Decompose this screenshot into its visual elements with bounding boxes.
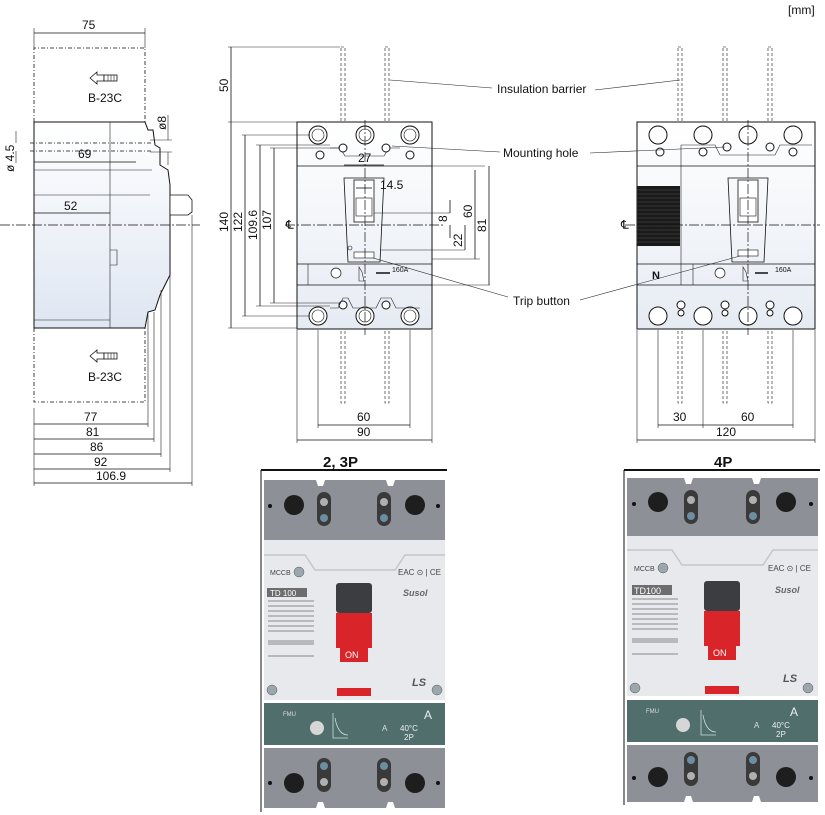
dim-8: 8 bbox=[436, 215, 450, 222]
photo-title-3p: 2, 3P bbox=[323, 454, 358, 471]
dim-52: 52 bbox=[64, 199, 78, 213]
poles-label: 2P bbox=[404, 733, 414, 742]
ls-logo: LS bbox=[783, 673, 798, 685]
product-photo-3p: 2, 3P MCCB EAC ⊙ | CE TD 100 Susol ON LS… bbox=[260, 454, 447, 812]
callout-mounting-hole: Mounting hole bbox=[503, 146, 579, 160]
unit-label: [mm] bbox=[788, 3, 815, 17]
dim-dia-8: ø8 bbox=[155, 116, 169, 130]
temp-label: 40°C bbox=[772, 721, 790, 730]
fmu-label: FMU bbox=[646, 709, 659, 715]
amp-label: A bbox=[754, 721, 760, 730]
dim-109-6: 109.6 bbox=[246, 210, 260, 240]
cert-marks: EAC ⊙ | CE bbox=[398, 568, 441, 577]
dim-60-vertical: 60 bbox=[461, 204, 475, 218]
model-label: TD 100 bbox=[270, 589, 297, 598]
dim-50: 50 bbox=[217, 78, 231, 92]
front-view-4p: N 160A ℄ 30 bbox=[620, 46, 820, 443]
arrow-left-icon bbox=[89, 349, 118, 363]
poles-label: 2P bbox=[776, 730, 786, 739]
amp-label: A bbox=[382, 724, 388, 733]
mounting-hole bbox=[381, 143, 391, 153]
handle-window bbox=[343, 177, 385, 263]
dim-22: 22 bbox=[451, 233, 465, 247]
bottom-accessory-outline bbox=[33, 328, 146, 403]
insulation-barrier bbox=[677, 46, 683, 126]
dim-122: 122 bbox=[231, 212, 245, 232]
mccb-label: MCCB bbox=[634, 566, 655, 573]
temp-label: 40°C bbox=[400, 724, 418, 733]
dim-69: 69 bbox=[78, 147, 92, 161]
on-label: ON bbox=[345, 650, 359, 660]
dim-107: 107 bbox=[260, 210, 274, 230]
dim-92: 92 bbox=[94, 455, 108, 469]
amp-large-label: A bbox=[790, 705, 798, 719]
dim-75: 75 bbox=[82, 18, 96, 32]
insulation-barrier bbox=[340, 46, 390, 404]
handle bbox=[353, 179, 375, 223]
callouts: Insulation barrier Mounting hole Trip bu… bbox=[372, 79, 741, 308]
photo-title-4p: 4P bbox=[714, 454, 732, 471]
model-label: TD100 bbox=[634, 586, 661, 596]
centerline-symbol: ℄ bbox=[285, 218, 294, 232]
dim-77: 77 bbox=[84, 410, 98, 424]
dim-60-4p: 60 bbox=[741, 410, 755, 424]
bottom-accessory-label: B-23C bbox=[88, 370, 122, 384]
rating-text: 160A bbox=[392, 267, 409, 274]
callout-trip-button: Trip button bbox=[513, 294, 570, 308]
front-view-3p: 160A ℄ 50 140 122 109.6 107 27 14.5 bbox=[217, 46, 490, 443]
amp-large-label: A bbox=[424, 708, 432, 722]
callout-insulation-barrier: Insulation barrier bbox=[497, 82, 586, 96]
brand-susol: Susol bbox=[403, 588, 428, 598]
dim-120: 120 bbox=[716, 425, 736, 439]
product-photo-4p: 4P MCCB EAC ⊙ | CE TD100 Susol ON LS FMU… bbox=[623, 454, 820, 805]
dim-30: 30 bbox=[673, 410, 687, 424]
trip-unit-panel bbox=[264, 703, 445, 745]
mccb-label: MCCB bbox=[270, 570, 291, 577]
handle-side bbox=[169, 194, 193, 216]
terminal-screws-top bbox=[648, 125, 812, 157]
centerline-symbol: ℄ bbox=[620, 218, 629, 232]
rating-text: 160A bbox=[775, 267, 792, 274]
dim-27: 27 bbox=[358, 151, 372, 165]
dim-86: 86 bbox=[90, 440, 104, 454]
terminal-screws-top bbox=[308, 125, 420, 160]
top-accessory-label: B-23C bbox=[88, 91, 122, 105]
dim-60-horizontal: 60 bbox=[357, 410, 371, 424]
brand-susol: Susol bbox=[775, 585, 800, 595]
top-accessory-outline bbox=[33, 47, 146, 122]
fmu-label: FMU bbox=[283, 712, 296, 718]
trip-button bbox=[353, 251, 375, 259]
dim-140: 140 bbox=[217, 212, 231, 232]
handle-photo bbox=[336, 583, 372, 613]
neutral-ribbed-cover bbox=[637, 186, 680, 246]
on-label: ON bbox=[713, 648, 727, 658]
ls-logo: LS bbox=[412, 677, 427, 689]
arrow-left-icon bbox=[89, 71, 118, 85]
dim-14-5: 14.5 bbox=[380, 178, 404, 192]
dim-106-9: 106.9 bbox=[96, 469, 126, 483]
mounting-hole bbox=[338, 143, 348, 153]
cert-marks: EAC ⊙ | CE bbox=[768, 564, 811, 573]
handle-window bbox=[727, 177, 769, 263]
rating-label-strip: 160A bbox=[330, 265, 409, 282]
dim-81: 81 bbox=[86, 425, 100, 439]
trip-unit-panel bbox=[627, 700, 818, 742]
dim-dia-4-5: ø 4.5 bbox=[3, 144, 17, 172]
dim-81-vertical: 81 bbox=[475, 218, 489, 232]
neutral-label: N bbox=[652, 270, 660, 282]
handle-photo bbox=[704, 581, 740, 611]
side-view: 75 B-23C 69 52 ø 4.5 ø bbox=[0, 18, 200, 486]
dim-90: 90 bbox=[357, 425, 371, 439]
